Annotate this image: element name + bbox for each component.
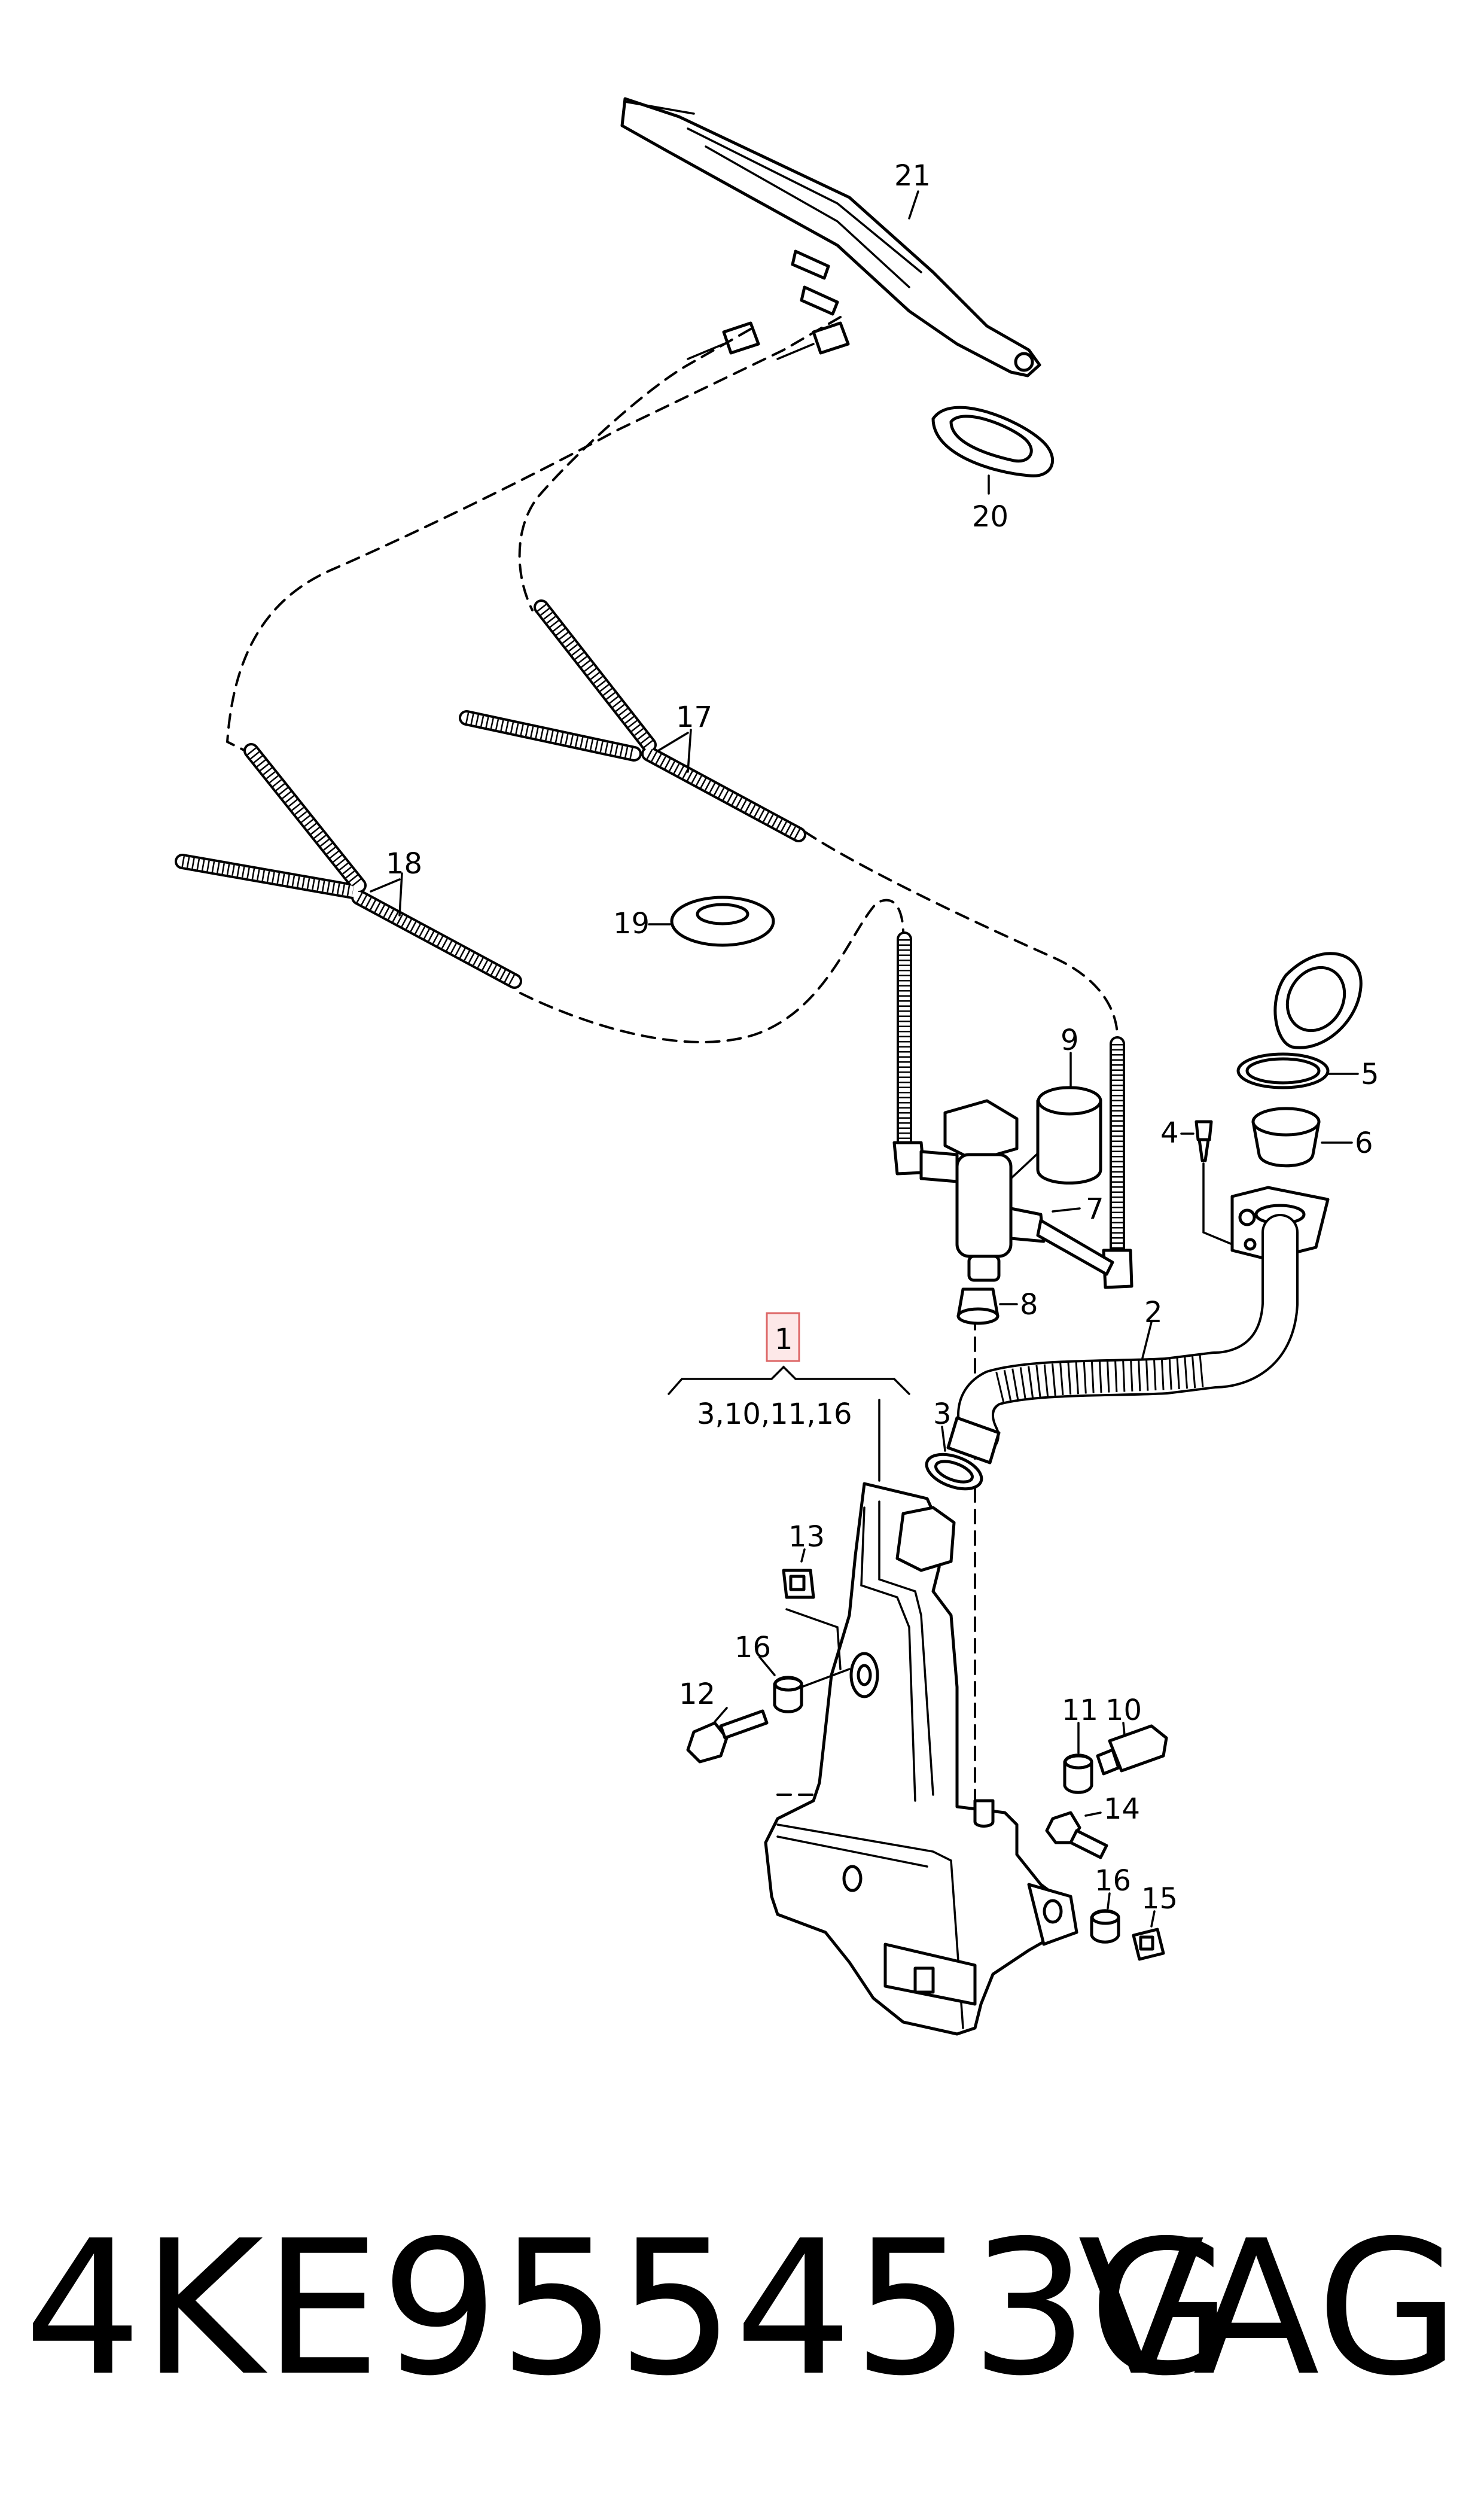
callout-18: 18 (386, 847, 422, 881)
seal-part-3 (925, 1426, 983, 1491)
leader-lines (370, 190, 919, 893)
callout-12: 12 (679, 1677, 715, 1711)
callout-13: 13 (788, 1520, 825, 1554)
corrugated-hose-part-17 (459, 599, 806, 842)
clip-nut-part-13 (782, 1548, 842, 1670)
callout-9: 9 (1061, 1024, 1079, 1057)
callout-5: 5 (1361, 1058, 1379, 1091)
callout-1: 1 (775, 1323, 793, 1356)
part-number: 4KE955453G (24, 2201, 1232, 2417)
callout-19: 19 (613, 907, 650, 940)
callout-4: 4 (1160, 1116, 1179, 1150)
callout-1-group: 3,10,11,16 (697, 1397, 852, 1431)
callout-labels: 21 20 17 18 19 9 5 4 6 7 8 2 1 3,10,11,1… (386, 159, 1379, 1916)
washer-hose-lines (226, 316, 1119, 1802)
callout-1-bracket (668, 1365, 910, 1395)
filler-neck-part-6 (1251, 1107, 1353, 1168)
callout-16-left: 16 (735, 1631, 771, 1664)
footer: 4KE955453G VAG (0, 2190, 1484, 2513)
clip-part-4 (1180, 1120, 1233, 1246)
grommet-part-16-left (758, 1656, 851, 1713)
callout-17: 17 (676, 701, 712, 734)
corrugated-hose-part-18 (175, 743, 522, 989)
callout-16-right: 16 (1095, 1864, 1131, 1898)
grommet-part-16-right (1090, 1892, 1120, 1944)
callout-8: 8 (1020, 1288, 1038, 1322)
callout-2: 2 (1144, 1296, 1163, 1329)
grommet-part-8 (956, 1287, 1018, 1325)
level-sensor-part-10 (1096, 1722, 1168, 1776)
callout-7: 7 (1086, 1192, 1104, 1226)
grommet-part-11 (1063, 1722, 1093, 1794)
washer-pump-part-7 (919, 1099, 1114, 1282)
grommet-part-19 (648, 896, 775, 947)
filler-cap-part-5 (1236, 952, 1363, 1089)
callout-1-highlight (766, 1312, 800, 1362)
callout-3: 3 (933, 1397, 952, 1431)
brand-name: VAG (1077, 2201, 1460, 2417)
grommet-part-20 (931, 406, 1055, 495)
callout-11: 11 (1062, 1694, 1098, 1727)
washer-reservoir-part-1 (764, 1399, 1078, 2036)
callout-20: 20 (972, 500, 1008, 534)
filler-hose-part-2 (946, 1214, 1299, 1464)
nozzle-connectors (687, 249, 850, 360)
callout-21: 21 (894, 159, 931, 193)
bolt-part-12 (686, 1707, 769, 1764)
clip-part-15 (1132, 1910, 1165, 1961)
wiper-arm-part-21 (620, 97, 1041, 377)
callout-10: 10 (1105, 1694, 1142, 1727)
callout-14: 14 (1104, 1792, 1140, 1826)
callout-15: 15 (1141, 1882, 1178, 1916)
callout-6: 6 (1355, 1126, 1373, 1160)
pump-sleeve-part-9 (1036, 1052, 1102, 1185)
washer-system-exploded-diagram: 21 20 17 18 19 9 5 4 6 7 8 2 1 3,10,11,1… (175, 97, 1379, 2036)
bolt-part-14 (1045, 1811, 1108, 1859)
